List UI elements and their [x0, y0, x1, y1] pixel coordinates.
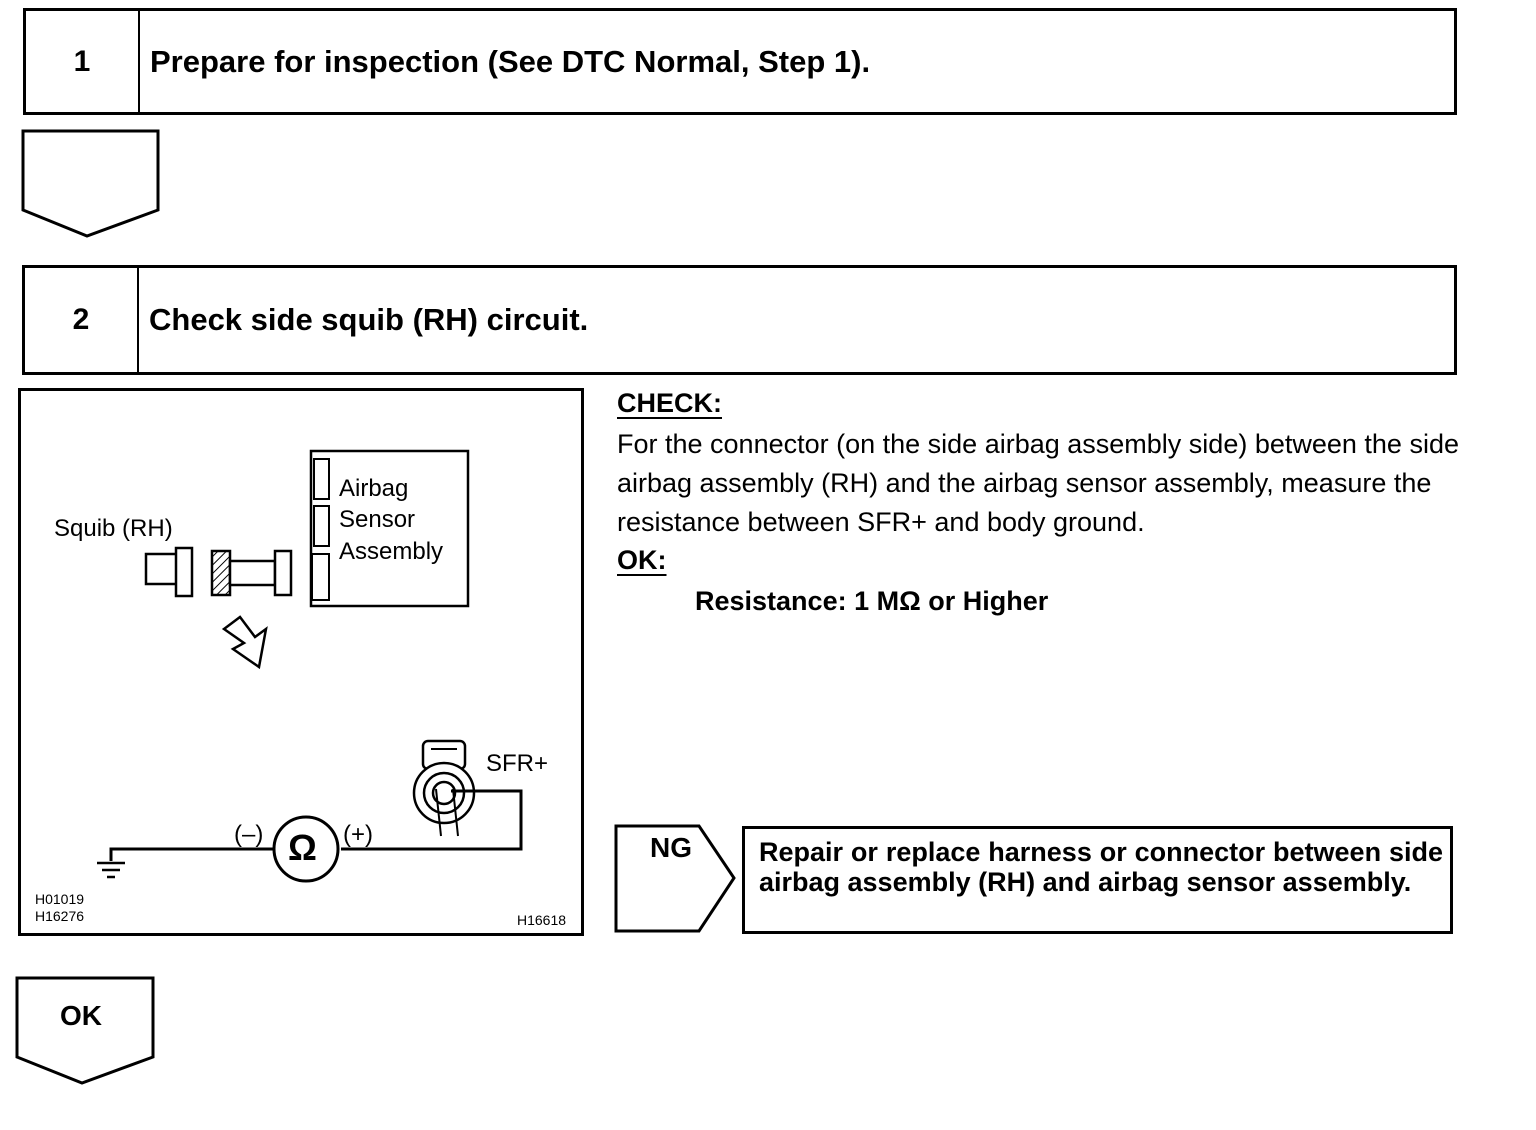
flow-down-arrow	[21, 129, 160, 238]
sensor-label-line-2: Sensor	[339, 506, 416, 533]
step-1-box: 1 Prepare for inspection (See DTC Normal…	[23, 8, 1457, 115]
ohm-icon: Ω	[288, 827, 317, 868]
ng-action-box: Repair or replace harness or connector b…	[742, 826, 1453, 934]
plus-label: (+)	[343, 821, 373, 848]
ok-label: OK	[60, 1000, 102, 1031]
ng-label: NG	[650, 832, 692, 863]
ng-action-text: Repair or replace harness or connector b…	[759, 837, 1443, 897]
step-2-title: Check side squib (RH) circuit.	[149, 302, 589, 337]
ng-arrow	[614, 824, 736, 933]
circuit-drawing	[97, 449, 523, 883]
minus-label: (–)	[234, 821, 264, 848]
sensor-label-line-3: Assembly	[339, 538, 444, 565]
squib-label: Squib (RH)	[54, 515, 173, 542]
ok-down-arrow	[15, 976, 155, 1085]
step-1-title: Prepare for inspection (See DTC Normal, …	[150, 43, 871, 79]
circuit-diagram: Squib (RH) Airbag Sensor Assembly SFR+ (…	[18, 388, 584, 936]
check-heading: CHECK:	[617, 388, 722, 418]
diagram-code-right: H16618	[517, 912, 567, 928]
sensor-label-line-1: Airbag	[339, 475, 409, 502]
diagram-code-1: H01019	[35, 891, 85, 907]
diagram-code-2: H16276	[35, 908, 85, 924]
terminal-label: SFR+	[486, 750, 549, 777]
ok-value: Resistance: 1 MΩ or Higher	[695, 586, 1049, 616]
step-2-number: 2	[25, 268, 139, 372]
step-1-number: 1	[26, 11, 140, 112]
step-2-box: 2 Check side squib (RH) circuit.	[22, 265, 1457, 375]
ok-heading: OK:	[617, 545, 667, 575]
check-text: For the connector (on the side airbag as…	[617, 429, 1459, 537]
